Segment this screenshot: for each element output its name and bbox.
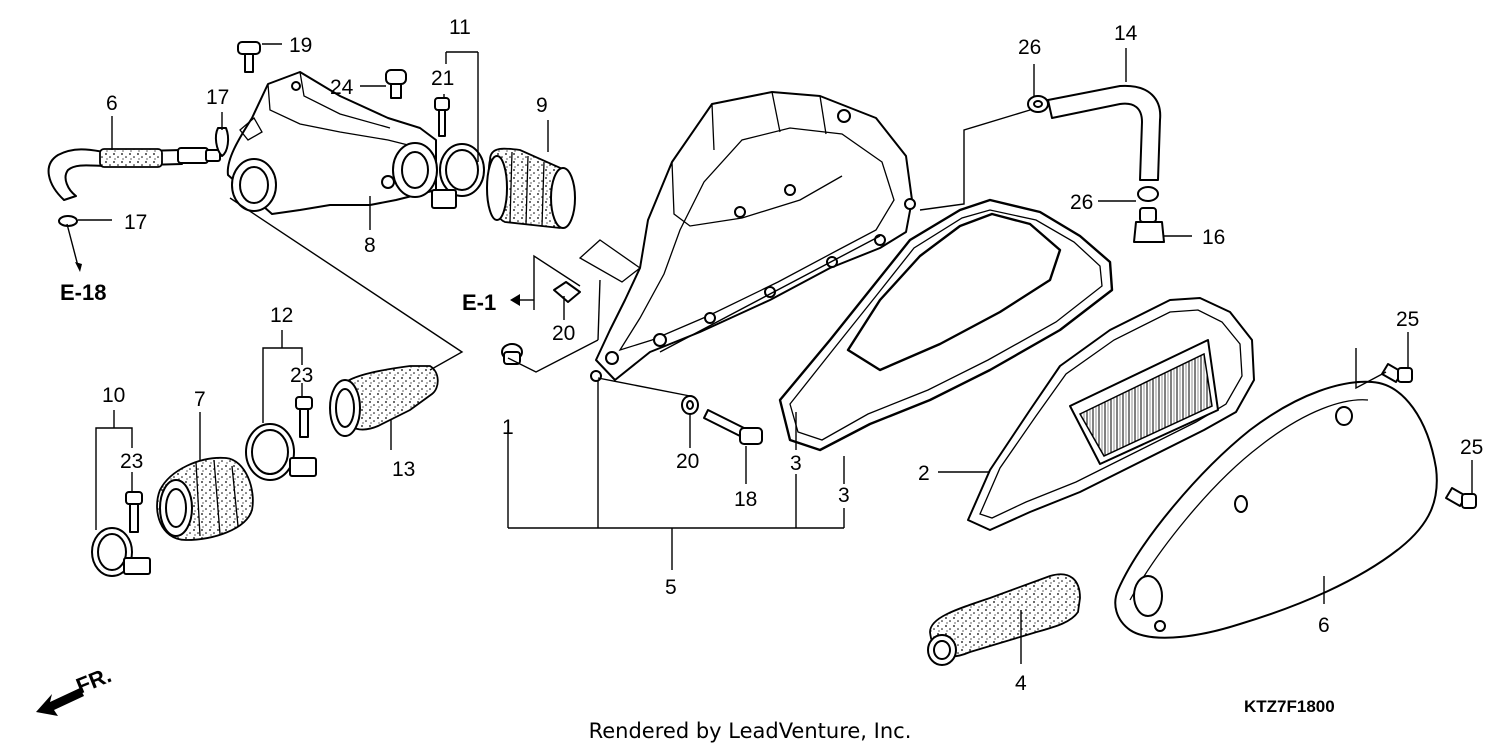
callout-2: 2 <box>918 462 930 485</box>
part-8-connecting-boot <box>156 456 254 541</box>
ref-e18: E-18 <box>60 280 106 305</box>
part-12-clamp <box>431 143 485 209</box>
part-22-screw <box>434 97 450 137</box>
part-15-drain-tube <box>1047 84 1162 181</box>
callout-23-upper: 23 <box>290 364 313 387</box>
part-3-seal-inner <box>846 212 1062 372</box>
callout-11: 10 <box>102 384 125 407</box>
callout-4: 4 <box>1015 672 1027 695</box>
callout-18: 18 <box>734 488 757 511</box>
callout-26-lower: 26 <box>1070 191 1093 214</box>
part-11-clamp <box>91 527 151 577</box>
part-7-breather-tube <box>47 147 221 201</box>
render-credit: Rendered by LeadVenture, Inc. <box>589 719 912 743</box>
part-18-bolt <box>703 409 763 445</box>
part-13-clamp <box>245 423 317 481</box>
callout-25-upper: 25 <box>1396 308 1419 331</box>
part-19-bolt <box>237 41 261 73</box>
part-16-plug <box>1133 207 1165 243</box>
callout-10: 9 <box>536 94 548 117</box>
part-9-intake-duct <box>226 71 438 215</box>
part-4-drain-tube <box>927 573 1081 666</box>
diagram-code: KTZ7F1800 <box>1244 697 1335 716</box>
callout-9: 8 <box>364 234 376 257</box>
callout-22: 21 <box>431 67 454 90</box>
callout-23-lower: 23 <box>120 450 143 473</box>
callout-8: 7 <box>194 388 206 411</box>
part-17-clip-lower <box>58 215 78 227</box>
part-24-bolt <box>385 69 407 99</box>
callout-1: 1 <box>502 416 514 439</box>
part-14-intake-tube <box>329 365 439 437</box>
callout-19: 19 <box>289 34 312 57</box>
callout-5: 5 <box>665 576 677 599</box>
part-20-washer <box>681 395 699 415</box>
leader-lines <box>66 43 1473 664</box>
part-23-screw-lower <box>125 491 143 533</box>
callout-13: 12 <box>270 304 293 327</box>
callout-26-upper: 26 <box>1018 36 1041 59</box>
part-2-air-filter-element <box>967 297 1255 531</box>
part-6-air-cleaner-cover <box>1114 380 1438 639</box>
callout-15: 14 <box>1114 22 1138 45</box>
callout-24: 24 <box>330 76 354 99</box>
callout-16: 16 <box>1202 226 1225 249</box>
callout-21: 20 <box>552 322 575 345</box>
part-21-clip-nut <box>553 281 581 303</box>
callout-6: 6 <box>1318 614 1330 637</box>
part-26-clip-lower <box>1137 186 1159 202</box>
callout-3-left: 3 <box>790 452 802 475</box>
callout-7: 6 <box>106 92 118 115</box>
callout-25-lower: 25 <box>1460 436 1483 459</box>
part-5-air-cleaner-case <box>578 91 916 382</box>
callout-17-lower: 17 <box>124 211 147 234</box>
part-17-clip-upper <box>214 127 230 157</box>
part-10-connecting-tube <box>486 147 576 229</box>
ref-e1: E-1 <box>462 290 496 315</box>
part-25-screw-lower <box>1445 487 1477 509</box>
callout-14: 13 <box>392 458 415 481</box>
part-23-screw-upper <box>295 396 313 438</box>
callout-12: 11 <box>449 16 471 39</box>
callout-3-right: 3 <box>838 484 850 507</box>
callout-20: 20 <box>676 450 699 473</box>
callout-labels: 19 11 21 24 6 17 17 9 8 26 14 26 16 20 1… <box>102 16 1483 695</box>
callout-17-upper: 17 <box>206 86 229 109</box>
part-26-clip-upper <box>1027 95 1049 113</box>
part-25-screw-upper <box>1381 363 1413 383</box>
part-3-seal-outer <box>778 198 1114 452</box>
part-1-grommet <box>501 343 523 365</box>
front-arrow-icon: FR. <box>36 662 115 716</box>
front-label: FR. <box>73 662 115 698</box>
